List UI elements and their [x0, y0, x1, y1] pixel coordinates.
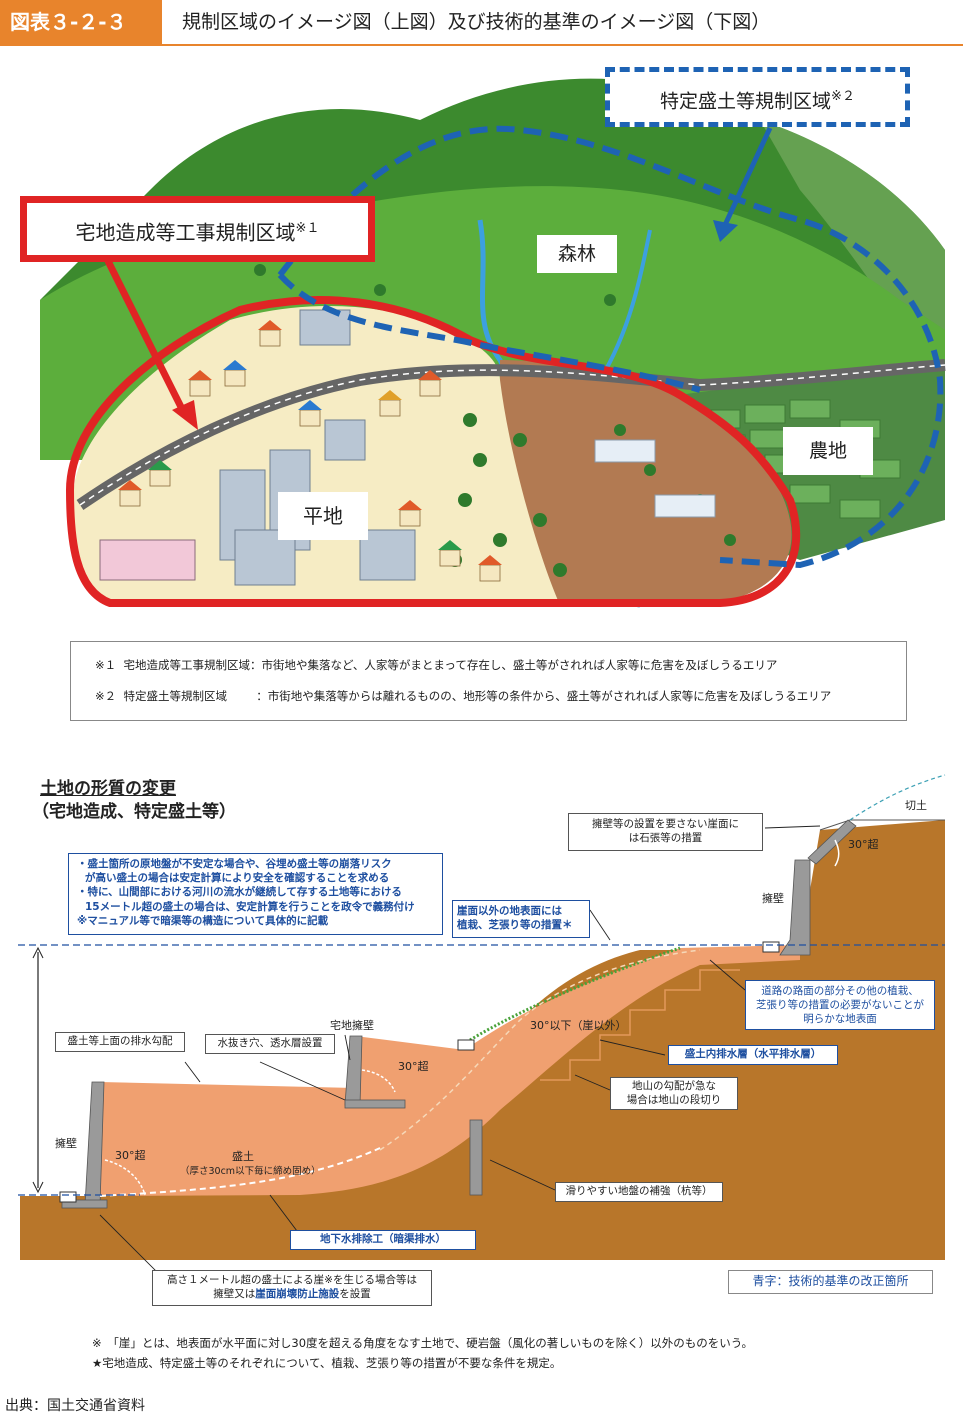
- tokutei-zone-label: 特定盛土等規制区域※２: [605, 67, 910, 127]
- tokutei-zone-boundary-lower: [277, 272, 701, 393]
- road-centerline: [79, 364, 946, 506]
- figure-number-badge: 図表３-２-３: [0, 0, 162, 44]
- takuchi-arrow-head: [172, 400, 198, 430]
- bench-cut-line: [379, 949, 701, 1151]
- height-arrow-top: [32, 946, 44, 959]
- right-wall-label: 擁壁: [762, 892, 784, 905]
- angle-arc-top: [834, 839, 840, 867]
- reinforce-box: 滑りやすい地盤の補強（杭等）: [555, 1182, 723, 1202]
- tokutei-arrow-head: [713, 220, 738, 242]
- facility-building: [99, 539, 196, 581]
- right-retaining-wall: [779, 859, 811, 956]
- tokutei-zone-boundary: [277, 125, 944, 569]
- pile: [469, 1119, 483, 1196]
- footnote-star: ★宅地造成、特定盛土等のそれぞれについて、植栽、芝張り等の措置が不要な条件を規定…: [92, 1356, 562, 1370]
- takuchi-zone-boundary: [65, 296, 801, 607]
- cut-label: 切土: [905, 799, 927, 812]
- mid-wall-footing: [344, 1099, 406, 1109]
- angle-arc-mid: [361, 1069, 396, 1093]
- culvert-box: 地下水排除工（暗渠排水）: [290, 1230, 476, 1250]
- angle-top-label: 30°超: [848, 838, 879, 851]
- greenhouses: [594, 439, 716, 518]
- stone-facing-box: 擁壁等の設置を要さない崖面に は石張等の措置: [568, 813, 763, 851]
- drain-right: [762, 941, 780, 953]
- fill-label: 盛土: [232, 1150, 254, 1163]
- legend-box: 青字：技術的基準の改正箇所: [728, 1270, 933, 1294]
- note-1: ※１ 宅地造成等工事規制区域：市街地や集落など、人家等がまとまって存在し、盛土等…: [95, 658, 778, 672]
- footnote-cliff: ※ 「崖」とは、地表面が水平面に対し30度を超える角度をなす土地で、硬岩盤（風化…: [92, 1336, 754, 1350]
- zone-notes-box: [70, 641, 907, 721]
- angle-left-label: 30°超: [115, 1149, 146, 1162]
- section-title-line1: 土地の形質の変更: [40, 779, 176, 799]
- forest-label: 森林: [537, 235, 617, 273]
- leader-lines: [99, 825, 821, 1276]
- slope-cover-box: 崖面以外の地表面には 植栽、芝張り等の措置＊: [452, 900, 590, 938]
- source-line: 出典：国土交通省資料: [5, 1398, 145, 1414]
- bench-cut-box: 地山の勾配が急な 場合は地山の段切り: [610, 1077, 738, 1110]
- farm-label: 農地: [783, 427, 873, 475]
- flat-label: 平地: [278, 492, 368, 540]
- original-ground-dash: [849, 774, 946, 821]
- zone-map-illustration: [40, 78, 946, 608]
- culvert-line: [99, 1147, 381, 1197]
- drain-left: [59, 1191, 77, 1203]
- drain-mid: [457, 1039, 475, 1051]
- house-wall-label: 宅地擁壁: [330, 1019, 374, 1032]
- drain-slope-box: 盛土等上面の排水勾配: [55, 1032, 185, 1052]
- takuchi-zone-label: 宅地造成等工事規制区域※１: [20, 196, 375, 262]
- tokutei-arrow-line: [722, 126, 773, 227]
- angle-under-label: 30°以下（崖以外）: [530, 1019, 627, 1032]
- bench-steps: [540, 969, 740, 1081]
- horizontal-drain-box: 盛土内排水層（水平排水層）: [668, 1045, 838, 1065]
- left-wall-footing: [61, 1199, 108, 1209]
- natural-ground: [20, 820, 945, 1260]
- stone-facing: [807, 819, 857, 865]
- angle-arc-left: [104, 1159, 146, 1196]
- height-arrow-bottom: [32, 1181, 44, 1194]
- stability-requirements-box: ・盛土箇所の原地盤が不安定な場合や、谷埋め盛土等の崩落リスク が高い盛土の場合は…: [68, 853, 443, 935]
- section-title-line2: （宅地造成、特定盛土等）: [32, 802, 236, 822]
- cross-section-diagram: [18, 774, 946, 1276]
- header-rule: [0, 44, 963, 46]
- note-2: ※２ 特定盛土等規制区域 ：市街地や集落等からは離れるものの、地形等の条件から、…: [95, 689, 832, 703]
- farm-soil-area: [500, 360, 792, 605]
- height-requirement-box: 高さ１メートル超の盛土による崖※を生じる場合等は 擁壁又は崖面崩壊防止施設を設置: [152, 1270, 432, 1306]
- road-surface-box: 道路の路面の部分その他の植栽、 芝張り等の措置の必要がないことが 明らかな地表面: [745, 980, 935, 1030]
- figure-title: 規制区域のイメージ図（上図）及び技術的基準のイメージ図（下図）: [182, 11, 771, 33]
- fill-sublabel: （厚さ30cm以下毎に締め固め）: [180, 1166, 321, 1177]
- fill-soil: [100, 945, 800, 1196]
- angle-mid-label: 30°超: [398, 1060, 429, 1073]
- left-wall-label: 擁壁: [55, 1137, 77, 1150]
- takuchi-arrow-line: [96, 243, 189, 417]
- weep-hole-box: 水抜き穴、透水層設置: [205, 1034, 335, 1054]
- figure-header: 図表３-２-３ 規制区域のイメージ図（上図）及び技術的基準のイメージ図（下図）: [0, 0, 963, 44]
